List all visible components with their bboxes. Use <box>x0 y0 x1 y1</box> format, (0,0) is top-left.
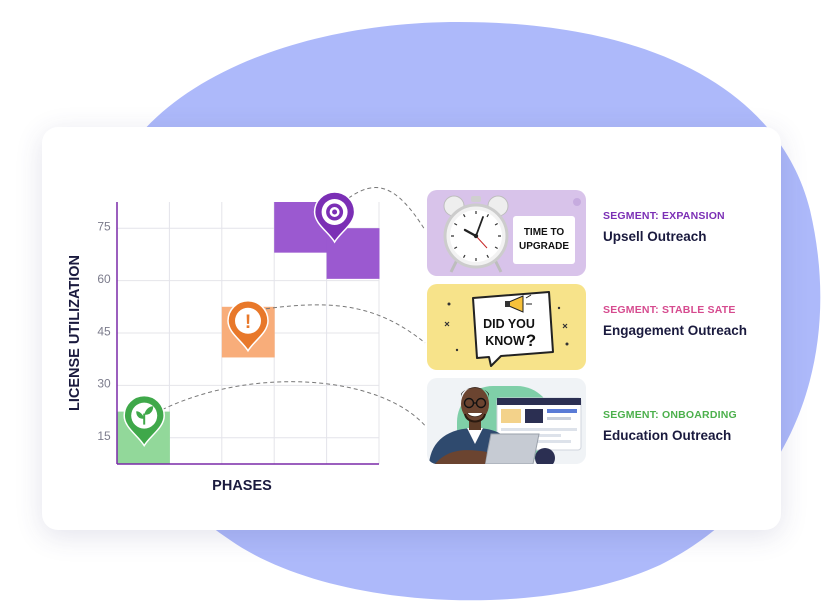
did-you-know-image: DID YOU KNOW ? <box>427 284 586 370</box>
location-pins: ! <box>123 191 356 448</box>
segment-onboarding: SEGMENT: ONBOARDING Education Outreach <box>603 409 737 443</box>
question-mark-label: ? <box>526 331 536 350</box>
segment-stable: SEGMENT: STABLE SATE Engagement Outreach <box>603 304 747 338</box>
y-tick-label: 75 <box>97 219 111 233</box>
y-tick-label: 60 <box>97 272 111 286</box>
y-axis-label: LICENSE UTILIZATION <box>67 255 83 411</box>
chart-axes <box>116 202 379 465</box>
x-axis-label: PHASES <box>212 478 272 494</box>
pin-stable: ! <box>227 300 269 353</box>
person-laptop-image <box>427 378 586 464</box>
sprout-icon <box>136 406 154 425</box>
know-label: KNOW <box>485 334 525 348</box>
y-tick-label: 30 <box>97 377 111 391</box>
segment-title: Engagement Outreach <box>603 323 748 338</box>
connector-lines <box>161 187 426 426</box>
connector-stable <box>265 304 426 344</box>
segment-expansion: SEGMENT: EXPANSION Upsell Outreach <box>603 210 725 244</box>
y-tick-label: 45 <box>97 324 111 338</box>
pin-onboarding <box>123 394 165 448</box>
segment-title: Education Outreach <box>603 428 732 443</box>
upgrade-clock-image: TIME TO UPGRADE <box>427 190 586 276</box>
svg-text:!: ! <box>245 312 251 333</box>
segment-label: SEGMENT: STABLE SATE <box>603 304 736 316</box>
connector-expansion <box>348 187 426 231</box>
y-tick-labels: 15 30 45 60 75 <box>97 219 111 443</box>
pin-expansion <box>313 191 356 244</box>
y-tick-label: 15 <box>97 429 111 443</box>
exclamation-icon: ! <box>245 312 251 333</box>
segment-label: SEGMENT: ONBOARDING <box>603 409 737 421</box>
megaphone-icon <box>505 294 532 313</box>
time-to-label: TIME TO <box>524 227 565 238</box>
upgrade-label: UPGRADE <box>519 241 569 252</box>
did-you-label: DID YOU <box>483 317 535 331</box>
connector-onboarding <box>161 381 426 426</box>
target-icon <box>326 203 344 221</box>
segment-label: SEGMENT: EXPANSION <box>603 210 725 222</box>
laptop-icon <box>484 433 540 464</box>
segment-title: Upsell Outreach <box>603 229 707 244</box>
alarm-clock-icon <box>443 195 509 273</box>
